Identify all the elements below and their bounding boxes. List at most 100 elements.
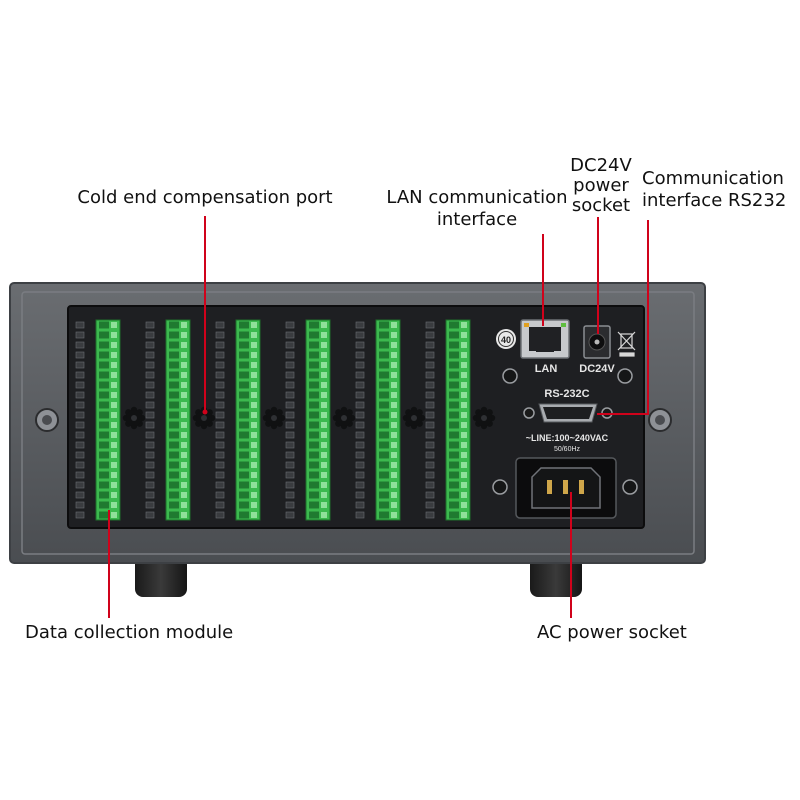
terminal-screw[interactable] — [449, 321, 459, 329]
terminal-screw[interactable] — [379, 381, 389, 389]
terminal-screw[interactable] — [379, 481, 389, 489]
terminal-screw[interactable] — [309, 331, 319, 339]
terminal-screw[interactable] — [379, 461, 389, 469]
terminal-screw[interactable] — [309, 341, 319, 349]
terminal-screw[interactable] — [449, 441, 459, 449]
terminal-screw[interactable] — [169, 471, 179, 479]
terminal-screw[interactable] — [449, 481, 459, 489]
terminal-screw[interactable] — [239, 401, 249, 409]
terminal-screw[interactable] — [99, 481, 109, 489]
terminal-screw[interactable] — [379, 431, 389, 439]
terminal-screw[interactable] — [99, 411, 109, 419]
terminal-screw[interactable] — [309, 461, 319, 469]
terminal-screw[interactable] — [379, 401, 389, 409]
terminal-screw[interactable] — [379, 511, 389, 519]
terminal-screw[interactable] — [449, 471, 459, 479]
terminal-screw[interactable] — [99, 461, 109, 469]
terminal-screw[interactable] — [449, 341, 459, 349]
terminal-screw[interactable] — [239, 391, 249, 399]
terminal-screw[interactable] — [239, 501, 249, 509]
terminal-screw[interactable] — [169, 331, 179, 339]
terminal-screw[interactable] — [169, 491, 179, 499]
terminal-screw[interactable] — [449, 401, 459, 409]
terminal-screw[interactable] — [239, 371, 249, 379]
terminal-screw[interactable] — [99, 391, 109, 399]
terminal-screw[interactable] — [99, 331, 109, 339]
terminal-screw[interactable] — [449, 381, 459, 389]
terminal-screw[interactable] — [239, 431, 249, 439]
dc-power-socket[interactable] — [583, 325, 611, 359]
terminal-screw[interactable] — [169, 321, 179, 329]
terminal-screw[interactable] — [309, 411, 319, 419]
terminal-screw[interactable] — [239, 471, 249, 479]
terminal-screw[interactable] — [379, 411, 389, 419]
terminal-screw[interactable] — [379, 451, 389, 459]
terminal-screw[interactable] — [239, 351, 249, 359]
terminal-screw[interactable] — [379, 331, 389, 339]
terminal-screw[interactable] — [379, 421, 389, 429]
terminal-screw[interactable] — [169, 501, 179, 509]
terminal-screw[interactable] — [99, 471, 109, 479]
terminal-screw[interactable] — [169, 381, 179, 389]
terminal-screw[interactable] — [309, 361, 319, 369]
terminal-screw[interactable] — [379, 341, 389, 349]
terminal-screw[interactable] — [449, 461, 459, 469]
terminal-screw[interactable] — [309, 371, 319, 379]
ac-power-inlet[interactable] — [515, 457, 617, 519]
terminal-screw[interactable] — [309, 441, 319, 449]
terminal-screw[interactable] — [309, 511, 319, 519]
terminal-screw[interactable] — [309, 391, 319, 399]
terminal-screw[interactable] — [169, 461, 179, 469]
terminal-screw[interactable] — [239, 441, 249, 449]
terminal-screw[interactable] — [239, 361, 249, 369]
terminal-screw[interactable] — [379, 471, 389, 479]
terminal-screw[interactable] — [239, 461, 249, 469]
terminal-screw[interactable] — [309, 481, 319, 489]
terminal-screw[interactable] — [449, 451, 459, 459]
terminal-screw[interactable] — [169, 371, 179, 379]
terminal-screw[interactable] — [379, 501, 389, 509]
terminal-screw[interactable] — [99, 451, 109, 459]
terminal-screw[interactable] — [379, 391, 389, 399]
terminal-screw[interactable] — [99, 351, 109, 359]
terminal-screw[interactable] — [99, 421, 109, 429]
terminal-screw[interactable] — [449, 331, 459, 339]
terminal-screw[interactable] — [169, 431, 179, 439]
lan-port[interactable] — [520, 319, 570, 359]
terminal-screw[interactable] — [239, 451, 249, 459]
terminal-screw[interactable] — [309, 401, 319, 409]
terminal-screw[interactable] — [169, 411, 179, 419]
terminal-screw[interactable] — [239, 511, 249, 519]
terminal-screw[interactable] — [99, 501, 109, 509]
terminal-screw[interactable] — [449, 351, 459, 359]
terminal-screw[interactable] — [169, 421, 179, 429]
terminal-screw[interactable] — [99, 511, 109, 519]
terminal-screw[interactable] — [309, 501, 319, 509]
terminal-screw[interactable] — [99, 491, 109, 499]
terminal-screw[interactable] — [379, 491, 389, 499]
rs232-port[interactable] — [523, 403, 613, 423]
terminal-screw[interactable] — [449, 491, 459, 499]
terminal-screw[interactable] — [379, 441, 389, 449]
terminal-screw[interactable] — [99, 381, 109, 389]
terminal-screw[interactable] — [379, 321, 389, 329]
terminal-screw[interactable] — [379, 371, 389, 379]
terminal-screw[interactable] — [309, 491, 319, 499]
terminal-screw[interactable] — [169, 511, 179, 519]
terminal-screw[interactable] — [169, 481, 179, 489]
terminal-screw[interactable] — [99, 341, 109, 349]
terminal-screw[interactable] — [449, 501, 459, 509]
terminal-screw[interactable] — [239, 321, 249, 329]
terminal-screw[interactable] — [99, 441, 109, 449]
terminal-screw[interactable] — [169, 341, 179, 349]
terminal-screw[interactable] — [239, 381, 249, 389]
terminal-screw[interactable] — [309, 451, 319, 459]
terminal-screw[interactable] — [99, 401, 109, 409]
terminal-screw[interactable] — [169, 391, 179, 399]
terminal-screw[interactable] — [379, 351, 389, 359]
terminal-screw[interactable] — [239, 341, 249, 349]
terminal-screw[interactable] — [99, 431, 109, 439]
terminal-screw[interactable] — [309, 421, 319, 429]
terminal-screw[interactable] — [449, 511, 459, 519]
terminal-screw[interactable] — [449, 421, 459, 429]
